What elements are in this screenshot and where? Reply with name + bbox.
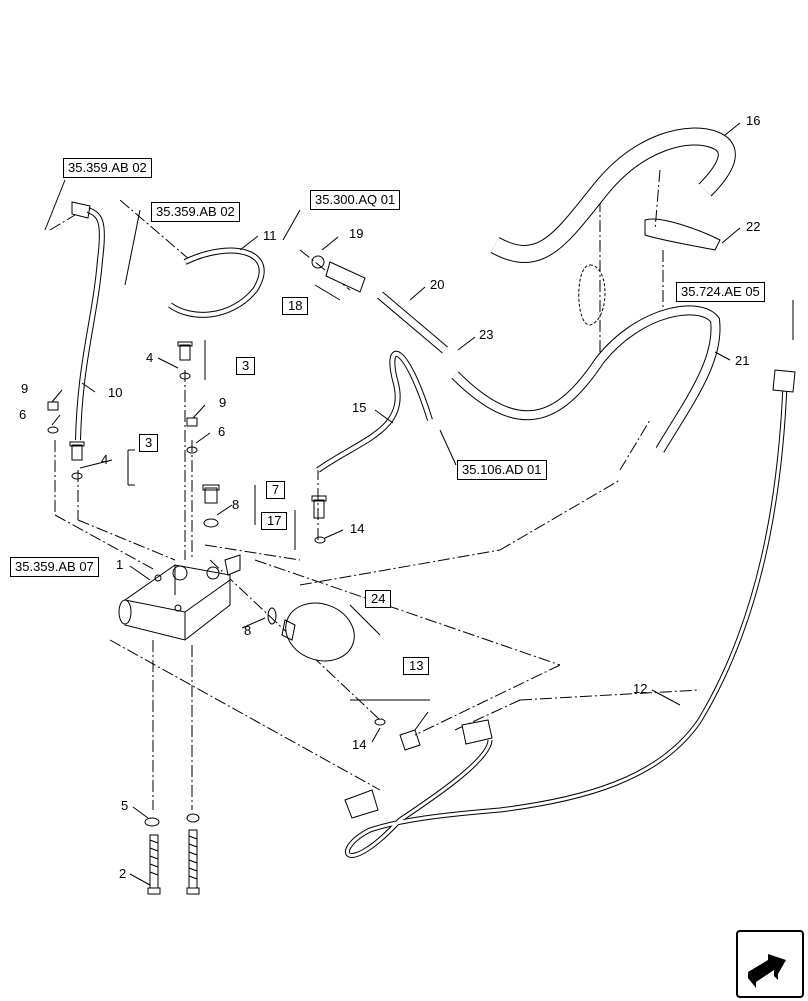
ref-box-35-106-ad-01[interactable]: 35.106.AD 01 — [457, 460, 547, 480]
boxed-callout-17[interactable]: 17 — [261, 512, 288, 530]
valve-block — [118, 554, 241, 641]
ref-box-35-359-ab-02-mid[interactable]: 35.359.AB 02 — [151, 202, 240, 222]
callout-11: 11 — [263, 228, 277, 243]
ref-box-35-359-ab-02-left[interactable]: 35.359.AB 02 — [63, 158, 152, 178]
leader-lines — [44, 122, 794, 886]
callout-10: 10 — [108, 385, 123, 400]
harness-12 — [344, 384, 788, 858]
boxed-callout-7[interactable]: 7 — [266, 481, 286, 499]
callout-2: 2 — [119, 866, 127, 881]
boxed-callout-3-lower[interactable]: 3 — [139, 434, 159, 452]
callout-9-left: 9 — [21, 381, 29, 396]
elbow-fitting — [399, 711, 429, 751]
ref-box-35-300-aq-01[interactable]: 35.300.AQ 01 — [310, 190, 401, 210]
callout-21: 21 — [735, 353, 750, 368]
boxed-callout-24[interactable]: 24 — [365, 590, 392, 608]
callout-12: 12 — [633, 681, 648, 696]
callout-4-lower: 4 — [101, 452, 109, 467]
next-page-arrow-icon[interactable] — [736, 930, 804, 998]
callout-4-upper: 4 — [146, 350, 154, 365]
boxed-callout-18[interactable]: 18 — [282, 297, 309, 315]
accumulator — [281, 602, 355, 662]
callout-19: 19 — [349, 226, 364, 241]
callout-6-right: 6 — [218, 424, 226, 439]
bolt-long — [147, 834, 161, 895]
callout-15: 15 — [352, 400, 367, 415]
bolt-threaded — [186, 829, 200, 895]
callout-23: 23 — [479, 327, 494, 342]
hose-16 — [490, 127, 736, 263]
callout-8-upper: 8 — [232, 497, 240, 512]
callout-14-lower: 14 — [352, 737, 367, 752]
boxed-callout-3-upper[interactable]: 3 — [236, 357, 256, 375]
callout-8-lower: 8 — [244, 623, 252, 638]
boxed-callout-13[interactable]: 13 — [403, 657, 430, 675]
callout-1: 1 — [116, 557, 124, 572]
clamp-22 — [644, 218, 721, 251]
hose-clip — [578, 264, 606, 326]
callout-16: 16 — [746, 113, 761, 128]
callout-14-upper: 14 — [350, 521, 365, 536]
ref-box-35-359-ab-07[interactable]: 35.359.AB 07 — [10, 557, 99, 577]
callout-6-left: 6 — [19, 407, 27, 422]
ref-box-35-724-ae-05[interactable]: 35.724.AE 05 — [676, 282, 765, 302]
hose-11 — [168, 247, 265, 318]
callout-20: 20 — [430, 277, 445, 292]
callout-9-right: 9 — [219, 395, 227, 410]
arrow-glyph-icon — [748, 954, 786, 988]
callout-22: 22 — [746, 219, 761, 234]
callout-5: 5 — [121, 798, 129, 813]
fittings — [47, 255, 386, 726]
center-lines — [49, 169, 701, 810]
